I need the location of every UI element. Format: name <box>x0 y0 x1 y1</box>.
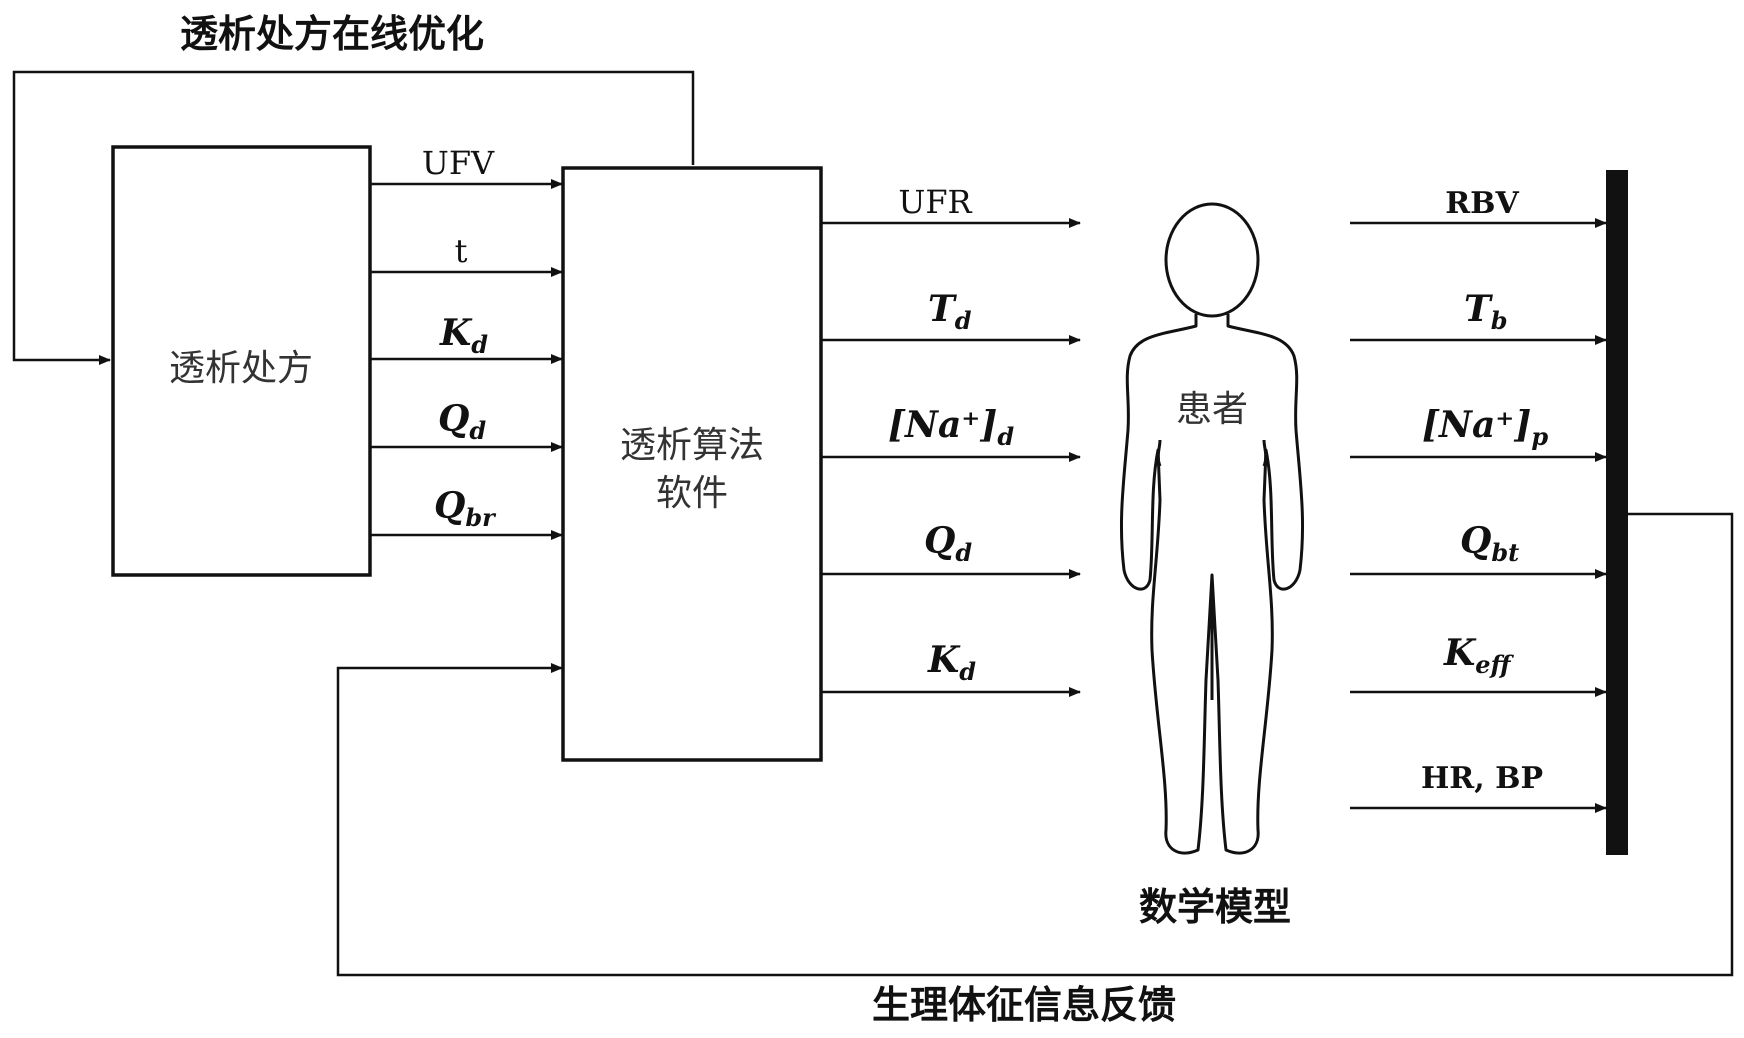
label-kd-2: Kd <box>927 639 976 686</box>
software-box-label-line1: 透析算法 <box>620 425 764 466</box>
prescription-box <box>111 145 372 577</box>
label-ufv: UFV <box>422 144 495 182</box>
signal-bus-bar <box>1606 170 1628 855</box>
label-ufr: UFR <box>898 183 972 221</box>
prescription-box-label: 透析处方 <box>169 348 313 389</box>
label-tb: Tb <box>1464 288 1508 335</box>
diagram-title: 透析处方在线优化 <box>180 12 484 56</box>
label-hr-bp: HR, BP <box>1421 761 1543 796</box>
label-na-p: [Na⁺]p <box>1422 404 1548 451</box>
software-box <box>561 166 823 762</box>
label-t: t <box>455 232 468 270</box>
label-qbr: Qbr <box>434 485 497 532</box>
label-qd: Qd <box>438 398 486 445</box>
label-qd-2: Qd <box>924 520 972 567</box>
patient-caption: 数学模型 <box>1139 885 1291 929</box>
software-box-label-line2: 软件 <box>656 473 728 514</box>
label-kd: Kd <box>439 312 488 359</box>
label-rbv: RBV <box>1445 186 1519 221</box>
label-qbt: Qbt <box>1460 520 1519 567</box>
patient-label: 患者 <box>1176 389 1248 430</box>
optimization-loop-line <box>12 70 695 365</box>
feedback-label: 生理体征信息反馈 <box>872 983 1176 1027</box>
patient-silhouette-icon <box>1119 202 1305 855</box>
label-td: Td <box>928 288 972 335</box>
label-na-d: [Na⁺]d <box>888 404 1014 451</box>
label-keff: Keff <box>1443 632 1515 679</box>
feedback-loop-line <box>336 512 1734 977</box>
